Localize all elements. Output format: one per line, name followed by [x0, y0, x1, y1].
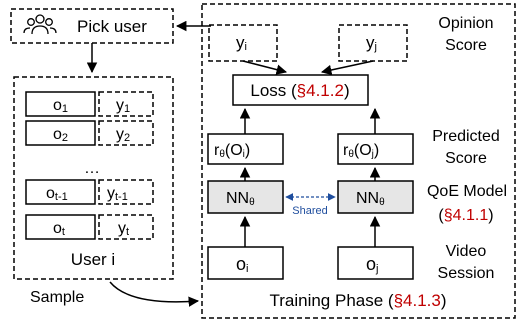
user-panel: o1 y1 o2 y2 … ot-1 yt-1 ot yt User i [13, 76, 174, 280]
user-row-2: o2 y2 [25, 120, 154, 146]
shared-label: Shared [292, 205, 327, 217]
svg-text:rθ(Oi): rθ(Oi) [214, 142, 250, 160]
svg-text:NNθ: NNθ [226, 190, 255, 208]
svg-text:oi: oi [236, 254, 248, 275]
sample-label: Sample [30, 289, 84, 306]
opinion-label-1: Opinion [438, 15, 493, 32]
training-phase-panel: yi yj Loss (§4.1.2) rθ(Oi) rθ(Oj) NNθ NN… [201, 3, 516, 319]
row-2-y: y2 [116, 126, 130, 144]
video-label-2: Session [438, 265, 495, 282]
row-1-o: o1 [53, 97, 68, 115]
arrow-y-i-to-loss [242, 60, 288, 75]
qoe-model-i: NNθ [207, 180, 284, 214]
users-icon [23, 14, 57, 35]
qoe-model-j: NNθ [337, 180, 414, 214]
loss-box: Loss (§4.1.2) [232, 74, 369, 106]
predicted-label-1: Predicted [432, 128, 500, 145]
opinion-score-j: yj [338, 24, 408, 62]
video-session-i: oi [207, 246, 284, 280]
user-panel-title: User i [71, 250, 115, 269]
opinion-label-2: Score [445, 37, 487, 54]
svg-text:yj: yj [366, 33, 377, 53]
row-t-y: yt [118, 220, 129, 238]
user-row-t: ot yt [25, 214, 154, 240]
svg-text:NNθ: NNθ [356, 190, 385, 208]
video-session-j: oj [337, 246, 414, 280]
training-phase-title: Training Phase (§4.1.3) [269, 291, 446, 310]
svg-text:yi: yi [236, 33, 247, 53]
qoe-label-ref: (§4.1.1) [438, 207, 493, 224]
row-t-minus-1-y: yt-1 [107, 185, 128, 203]
user-row-t-minus-1: ot-1 yt-1 [25, 179, 154, 205]
opinion-score-i: yi [208, 24, 278, 62]
video-label-1: Video [446, 243, 487, 260]
arrow-y-j-to-loss [320, 60, 374, 76]
svg-text:oj: oj [366, 254, 378, 275]
user-row-1: o1 y1 [25, 91, 154, 117]
predicted-score-i: rθ(Oi) [207, 133, 284, 165]
rows-ellipsis: … [84, 160, 100, 177]
sample-arrow [109, 281, 200, 307]
row-2-o: o2 [53, 126, 68, 144]
row-t-o: ot [53, 220, 65, 238]
pick-user-label: Pick user [77, 17, 147, 36]
qoe-label-1: QoE Model [427, 183, 507, 200]
predicted-label-2: Score [445, 150, 487, 167]
row-1-y: y1 [116, 97, 130, 115]
loss-label: Loss (§4.1.2) [250, 81, 349, 100]
pick-user-box: Pick user [10, 8, 174, 44]
predicted-score-j: rθ(Oj) [337, 133, 414, 165]
row-t-minus-1-o: ot-1 [46, 185, 68, 203]
svg-text:rθ(Oj): rθ(Oj) [343, 142, 379, 160]
